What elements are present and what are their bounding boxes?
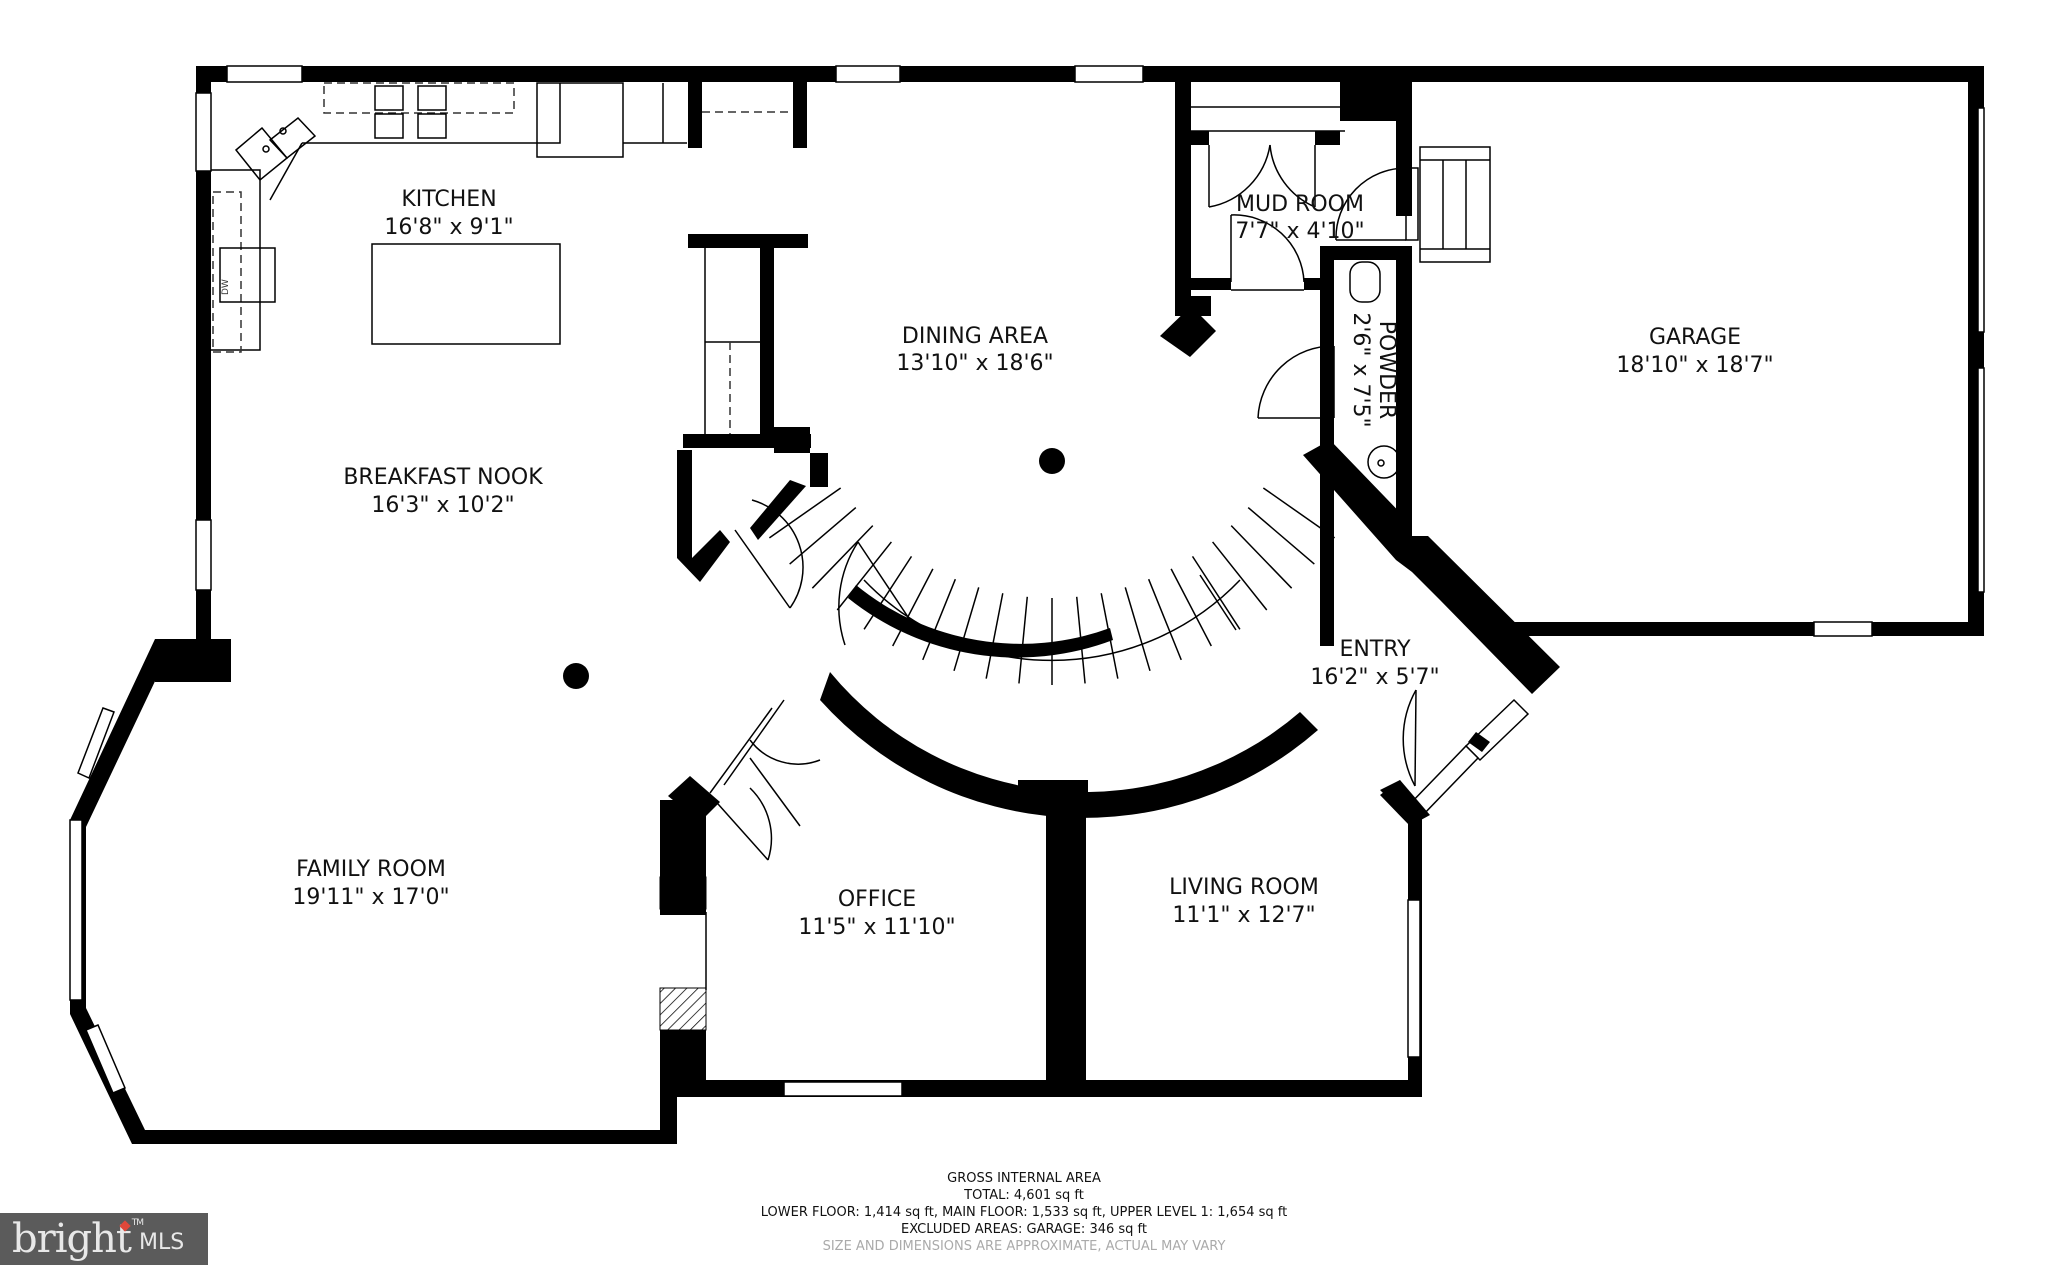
room-dims-breakfast-nook: 16'3" x 10'2"	[371, 493, 514, 518]
sink	[234, 116, 317, 182]
cooktop	[374, 85, 447, 139]
stair-tread	[789, 506, 857, 565]
room-name-kitchen: KITCHEN	[401, 187, 496, 212]
room-name-powder: POWDER	[1374, 321, 1399, 419]
stair-tread	[1124, 587, 1151, 672]
kitchen-island	[371, 243, 561, 345]
stair-tread	[953, 587, 980, 672]
stair-tread	[1075, 596, 1086, 684]
column	[1039, 448, 1065, 474]
stair-tread	[1018, 596, 1029, 684]
room-dims-garage: 18'10" x 18'7"	[1616, 353, 1773, 378]
stair-tread	[1230, 525, 1293, 589]
stair-tread	[1147, 578, 1182, 661]
garage-steps	[1419, 146, 1491, 263]
interior-walls	[677, 66, 1560, 826]
room-dims-kitchen: 16'8" x 9'1"	[384, 215, 513, 240]
stair-tread	[836, 541, 892, 611]
office-walls	[659, 796, 707, 1090]
area-total: TOTAL: 4,601 sq ft	[964, 1188, 1084, 1203]
area-summary: GROSS INTERNAL AREA TOTAL: 4,601 sq ft L…	[0, 1170, 2048, 1255]
windows	[69, 65, 1985, 1097]
room-name-family-room: FAMILY ROOM	[296, 857, 446, 882]
room-dims-office: 11'5" x 11'10"	[798, 915, 955, 940]
logo-suffix: MLS	[138, 1229, 185, 1255]
logo-trademark: TM	[131, 1218, 144, 1228]
area-title: GROSS INTERNAL AREA	[947, 1171, 1101, 1186]
stair-tread	[892, 568, 934, 647]
room-name-dining-area: DINING AREA	[902, 324, 1048, 349]
room-dims-family-room: 19'11" x 17'0"	[292, 885, 449, 910]
logo-brand-text: bright	[12, 1216, 132, 1262]
stair-tread	[863, 555, 913, 630]
dishwasher-label: DW	[221, 279, 231, 295]
room-dims-powder: 2'6" x 7'5"	[1348, 312, 1373, 427]
area-excluded: EXCLUDED AREAS: GARAGE: 346 sq ft	[900, 1222, 1147, 1237]
area-floors: LOWER FLOOR: 1,414 sq ft, MAIN FLOOR: 1,…	[760, 1205, 1288, 1220]
room-name-garage: GARAGE	[1649, 325, 1741, 350]
stair-tread	[811, 525, 874, 589]
kitchen-counters: DW	[211, 82, 687, 353]
room-name-entry: ENTRY	[1339, 637, 1411, 662]
room-name-breakfast-nook: BREAKFAST NOOK	[343, 465, 543, 490]
room-labels: KITCHEN 16'8" x 9'1" BREAKFAST NOOK 16'3…	[292, 187, 1773, 940]
stair-tread	[985, 593, 1004, 679]
stair-tread	[1100, 593, 1119, 679]
stair-tread	[1191, 555, 1241, 630]
room-dims-living-room: 11'1" x 12'7"	[1172, 903, 1315, 928]
curved-staircase	[668, 487, 1336, 1085]
room-dims-dining-area: 13'10" x 18'6"	[896, 351, 1053, 376]
room-dims-mud-room: 7'7" x 4'10"	[1235, 219, 1364, 244]
column	[563, 663, 589, 689]
room-name-mud-room: MUD ROOM	[1236, 192, 1364, 217]
stair-tread	[1170, 568, 1212, 647]
room-dims-entry: 16'2" x 5'7"	[1310, 665, 1439, 690]
stair-tread	[1262, 487, 1336, 539]
stair-tread	[1212, 541, 1268, 611]
stair-tread	[922, 578, 957, 661]
stair-tread	[768, 487, 842, 539]
area-disclaimer: SIZE AND DIMENSIONS ARE APPROXIMATE, ACT…	[822, 1239, 1226, 1254]
room-name-office: OFFICE	[838, 887, 916, 912]
room-name-living-room: LIVING ROOM	[1169, 875, 1319, 900]
stair-tread	[1247, 506, 1315, 565]
